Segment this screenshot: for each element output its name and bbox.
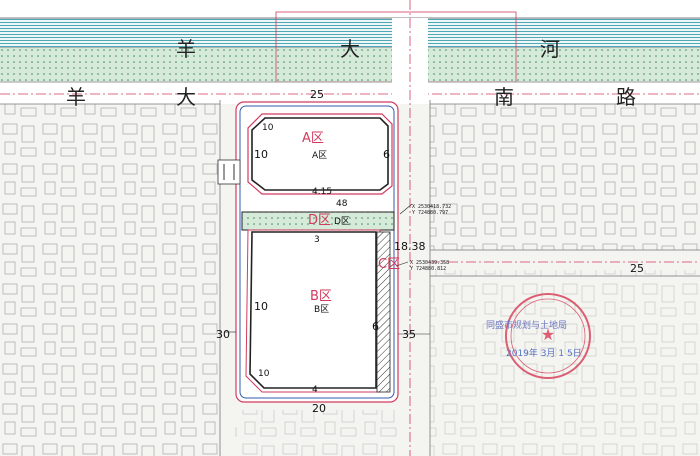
road-label-char-3: 南 bbox=[494, 85, 514, 109]
dim-bottom-left: 4 bbox=[312, 385, 318, 395]
dim-b-corner: 10 bbox=[258, 369, 270, 379]
river-label-char-3: 河 bbox=[540, 37, 560, 61]
dim-a-corner: 10 bbox=[262, 123, 274, 133]
river-west bbox=[0, 18, 392, 48]
coord-1-x: X 2530418.732 bbox=[412, 204, 451, 210]
road-label-char-4: 路 bbox=[616, 85, 636, 109]
dim-mid-upper: 4.15 bbox=[312, 187, 332, 197]
southeast-buildings bbox=[430, 270, 700, 456]
dim-c-width: 18.38 bbox=[394, 240, 426, 253]
road-label-char-2: 大 bbox=[176, 85, 196, 109]
dim-east-road: 35 bbox=[402, 328, 416, 341]
dim-a-right: 6 bbox=[383, 148, 390, 161]
river-label-char-1: 羊 bbox=[176, 37, 196, 61]
stamp-org: 同盛市规划与土地局 bbox=[486, 319, 567, 331]
dim-b-right: 6 bbox=[372, 320, 379, 333]
coord-2-y: Y 724880.812 bbox=[410, 266, 446, 272]
river-label-char-2: 大 bbox=[340, 37, 360, 61]
zone-c-strip bbox=[376, 231, 391, 393]
official-stamp: ★ 同盛市规划与土地局 2019年 3月 1 5日 bbox=[486, 293, 591, 379]
west-marker bbox=[217, 159, 241, 185]
dim-mid-lower: 3 bbox=[314, 235, 320, 245]
west-buildings bbox=[0, 100, 220, 456]
east-buildings bbox=[430, 100, 700, 250]
zone-a-sublabel: A区 bbox=[312, 150, 327, 161]
zone-b-label: B区 bbox=[310, 289, 332, 304]
dim-b-left: 10 bbox=[254, 300, 268, 313]
zone-b-outline bbox=[249, 231, 377, 389]
zone-a-label: A区 bbox=[302, 131, 324, 146]
road-name-labels: 羊 大 南 路 bbox=[66, 85, 636, 109]
stamp-date: 2019年 3月 1 5日 bbox=[506, 347, 582, 359]
river-name-labels: 羊 大 河 bbox=[176, 37, 560, 61]
zone-d-label: D区 bbox=[308, 213, 331, 228]
site-blue-line bbox=[239, 105, 395, 399]
coord-2-x: X 2530439.358 bbox=[410, 260, 449, 266]
river-east bbox=[428, 18, 700, 48]
green-belt-west bbox=[0, 48, 392, 81]
green-belt-east bbox=[428, 48, 700, 81]
coord-1-y: Y 724880.797 bbox=[412, 210, 448, 216]
top-margin bbox=[0, 0, 700, 18]
stamp-star-icon: ★ bbox=[541, 325, 555, 344]
zone-d-sublabel: D区 bbox=[334, 216, 350, 227]
road-label-char-1: 羊 bbox=[66, 85, 86, 109]
dim-west-road: 30 bbox=[216, 328, 230, 341]
zone-c-label: C区 bbox=[378, 257, 400, 272]
north-road bbox=[0, 82, 700, 104]
zone-b-sublabel: B区 bbox=[314, 304, 329, 315]
dim-small-a: 48 bbox=[336, 199, 348, 209]
south-buildings bbox=[235, 410, 400, 456]
dim-bottom-road: 20 bbox=[312, 402, 326, 415]
dim-a-left: 10 bbox=[254, 148, 268, 161]
zone-a-outline bbox=[247, 113, 393, 195]
dim-road-top: 25 bbox=[310, 88, 324, 101]
dim-right-road: 25 bbox=[630, 262, 644, 275]
